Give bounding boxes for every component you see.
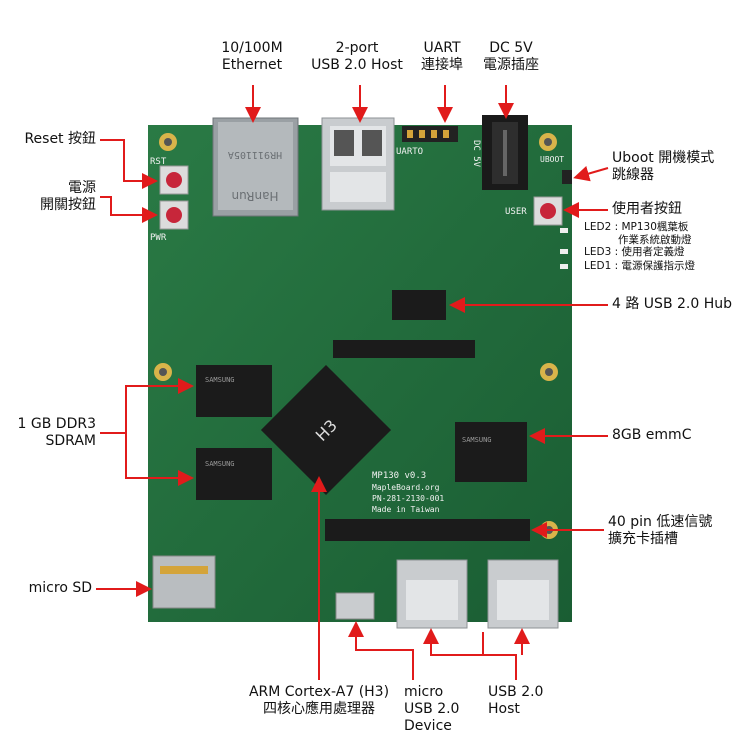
status-leds xyxy=(560,228,568,269)
microsd-slot xyxy=(152,555,216,609)
label-microsd-line1: micro SD xyxy=(28,580,92,596)
label-cpu: ARM Cortex-A7 (H3) 四核心應用處理器 xyxy=(228,684,410,718)
label-uart-line1: UART xyxy=(423,40,461,56)
pn-silk: PN-281-2130-001 xyxy=(372,494,444,503)
label-dc: DC 5V 電源插座 xyxy=(476,40,546,74)
label-usb-host-top: 2-port USB 2.0 Host xyxy=(305,40,409,74)
label-led2-line1: LED2 : MP130楓葉板 xyxy=(584,221,689,233)
label-ethernet: 10/100M Ethernet xyxy=(212,40,292,74)
label-user-button: 使用者按鈕 xyxy=(612,201,682,218)
label-usb-host-top-line2: USB 2.0 Host xyxy=(311,57,403,73)
usb-host-bottom-connectors xyxy=(396,559,559,629)
label-dc-line1: DC 5V xyxy=(489,40,533,56)
label-microsd: micro SD xyxy=(8,580,92,597)
emmc-chip xyxy=(455,422,527,482)
usb-hub-chip xyxy=(392,290,446,320)
label-usb-hub: 4 路 USB 2.0 Hub xyxy=(612,296,732,313)
label-power-line2: 開關按鈕 xyxy=(40,197,96,213)
label-ddr3-line1: 1 GB DDR3 xyxy=(17,416,96,432)
label-power: 電源 開關按鈕 xyxy=(8,180,96,214)
uart-header xyxy=(402,126,458,142)
label-reset: Reset 按鈕 xyxy=(8,131,96,148)
label-dc-line2: 電源插座 xyxy=(483,57,539,73)
cpu-chip xyxy=(260,364,392,496)
label-reset-line1: Reset 按鈕 xyxy=(24,131,96,147)
ethernet-jack xyxy=(212,117,299,217)
label-gpio-line2: 擴充卡插槽 xyxy=(608,531,678,547)
ddr2-silk: SAMSUNG xyxy=(205,460,235,468)
uboot-silk: UBOOT xyxy=(540,155,564,164)
reset-button xyxy=(159,165,189,195)
user-silk: USER xyxy=(505,207,527,217)
label-led3: LED3 : 使用者定義燈 xyxy=(584,246,684,259)
label-ethernet-line1: 10/100M xyxy=(221,40,283,56)
label-ddr3-line2: SDRAM xyxy=(45,433,96,449)
callout-arrows xyxy=(96,85,609,680)
label-usb-device-line2: USB 2.0 xyxy=(404,701,460,717)
micro-usb-connector xyxy=(335,592,375,620)
label-uboot-line2: 跳線器 xyxy=(612,167,654,183)
label-usb-hub-line1: 4 路 USB 2.0 Hub xyxy=(612,296,732,312)
ethernet-part-silk: HR911105A xyxy=(228,149,282,160)
label-usb-host-bottom: USB 2.0 Host xyxy=(488,684,543,718)
label-emmc: 8GB emmC xyxy=(612,427,691,444)
label-uboot: Uboot 開機模式 跳線器 xyxy=(612,150,714,184)
label-led1: LED1 : 電源保護指示燈 xyxy=(584,260,695,273)
pwr-silk: PWR xyxy=(150,233,167,243)
ddr-chips xyxy=(196,365,272,500)
usb-host-top-connector xyxy=(321,117,395,211)
label-led2: LED2 : MP130楓葉板 作業系統啟動燈 xyxy=(584,221,692,246)
uboot-jumper xyxy=(562,170,572,184)
expansion-connector xyxy=(333,340,475,358)
label-led3-line1: LED3 : 使用者定義燈 xyxy=(584,246,685,258)
power-button xyxy=(159,200,189,230)
label-user-button-line1: 使用者按鈕 xyxy=(612,201,682,217)
label-usb-device-line1: micro xyxy=(404,684,444,700)
ddr1-silk: SAMSUNG xyxy=(205,376,235,384)
label-gpio-line1: 40 pin 低速信號 xyxy=(608,514,713,530)
site-silk: MapleBoard.org xyxy=(372,483,440,492)
dc-silk: DC 5V xyxy=(471,140,481,168)
label-usb-host-bottom-line2: Host xyxy=(488,701,520,717)
label-uboot-line1: Uboot 開機模式 xyxy=(612,150,715,166)
label-usb-host-top-line1: 2-port xyxy=(335,40,379,56)
user-button xyxy=(533,196,563,226)
rst-silk: RST xyxy=(150,157,167,167)
label-cpu-line1: ARM Cortex-A7 (H3) xyxy=(248,684,390,700)
label-usb-host-bottom-line1: USB 2.0 xyxy=(488,684,544,700)
label-usb-device-line3: Device xyxy=(404,718,452,734)
label-usb-device: micro USB 2.0 Device xyxy=(404,684,459,735)
dc-jack xyxy=(482,115,528,190)
uart-silk: UARTO xyxy=(396,147,423,157)
label-power-line1: 電源 xyxy=(68,180,96,196)
label-led2-line2: 作業系統啟動燈 xyxy=(618,233,692,246)
label-emmc-line1: 8GB emmC xyxy=(612,427,692,443)
label-gpio: 40 pin 低速信號 擴充卡插槽 xyxy=(608,514,712,548)
label-uart-line2: 連接埠 xyxy=(421,57,463,73)
label-cpu-line2: 四核心應用處理器 xyxy=(263,701,375,717)
label-led1-line1: LED1 : 電源保護指示燈 xyxy=(584,260,695,272)
label-ddr3: 1 GB DDR3 SDRAM xyxy=(8,416,96,450)
made-silk: Made in Taiwan xyxy=(372,505,440,514)
model-silk: MP130 v0.3 xyxy=(372,471,426,481)
label-ethernet-line2: Ethernet xyxy=(221,57,283,73)
gpio-header xyxy=(325,519,530,541)
emmc-silk: SAMSUNG xyxy=(462,436,492,444)
ethernet-chip-silk: HanRun xyxy=(232,189,279,203)
label-uart: UART 連接埠 xyxy=(412,40,472,74)
